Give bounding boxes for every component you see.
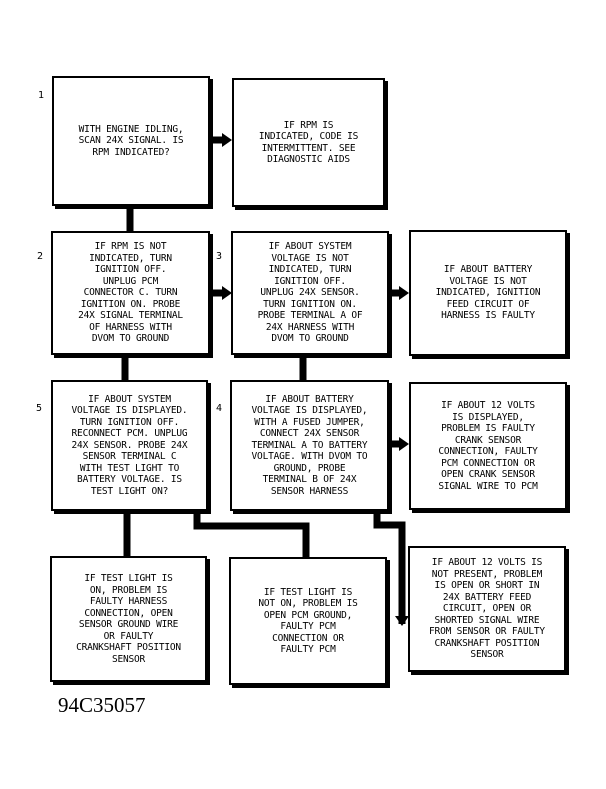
step-number-4: 4 xyxy=(216,403,223,414)
box-rpm-indicated-text: IF RPM IS INDICATED, CODE IS INTERMITTEN… xyxy=(258,119,359,166)
connector-b5-to-b5off xyxy=(193,511,310,557)
box-12v-not-present-text: IF ABOUT 12 VOLTS IS NOT PRESENT, PROBLE… xyxy=(429,557,545,661)
connector-b4-to-b4not xyxy=(373,511,406,624)
arrowhead-b3-to-b3right xyxy=(399,286,409,300)
figure-code: 94C35057 xyxy=(58,693,146,717)
box-step-3: IF ABOUT SYSTEM VOLTAGE IS NOT INDICATED… xyxy=(231,231,389,355)
box-test-light-on-text: IF TEST LIGHT IS ON, PROBLEM IS FAULTY H… xyxy=(76,573,181,665)
step-number-5: 5 xyxy=(36,403,43,414)
box-step-2-text: IF RPM IS NOT INDICATED, TURN IGNITION O… xyxy=(78,241,183,345)
box-test-light-not-on-text: IF TEST LIGHT IS NOT ON, PROBLEM IS OPEN… xyxy=(258,586,358,656)
box-ignition-feed-faulty: IF ABOUT BATTERY VOLTAGE IS NOT INDICATE… xyxy=(409,230,567,356)
arrowhead-b4-to-b4not xyxy=(395,616,409,626)
arrowhead-b1-to-b1yes xyxy=(222,133,232,147)
box-step-4-text: IF ABOUT BATTERY VOLTAGE IS DISPLAYED, W… xyxy=(251,393,368,497)
box-12v-displayed-text: IF ABOUT 12 VOLTS IS DISPLAYED, PROBLEM … xyxy=(438,400,538,492)
box-12v-not-present: IF ABOUT 12 VOLTS IS NOT PRESENT, PROBLE… xyxy=(408,546,566,672)
box-test-light-not-on: IF TEST LIGHT IS NOT ON, PROBLEM IS OPEN… xyxy=(229,557,387,685)
arrowhead-b2-to-b3 xyxy=(222,286,232,300)
box-step-4: IF ABOUT BATTERY VOLTAGE IS DISPLAYED, W… xyxy=(230,380,389,511)
box-12v-displayed: IF ABOUT 12 VOLTS IS DISPLAYED, PROBLEM … xyxy=(409,382,567,510)
arrowhead-b4-to-b4right xyxy=(399,437,409,451)
step-number-2: 2 xyxy=(37,251,44,262)
step-number-3: 3 xyxy=(216,251,223,262)
box-step-3-text: IF ABOUT SYSTEM VOLTAGE IS NOT INDICATED… xyxy=(257,241,363,345)
box-test-light-on: IF TEST LIGHT IS ON, PROBLEM IS FAULTY H… xyxy=(50,556,207,682)
step-number-1: 1 xyxy=(38,90,45,101)
box-ignition-feed-faulty-text: IF ABOUT BATTERY VOLTAGE IS NOT INDICATE… xyxy=(435,264,541,322)
box-step-1: WITH ENGINE IDLING, SCAN 24X SIGNAL. IS … xyxy=(52,76,210,206)
box-step-5-text: IF ABOUT SYSTEM VOLTAGE IS DISPLAYED. TU… xyxy=(71,393,188,497)
box-step-2: IF RPM IS NOT INDICATED, TURN IGNITION O… xyxy=(51,231,210,355)
box-step-1-text: WITH ENGINE IDLING, SCAN 24X SIGNAL. IS … xyxy=(78,123,184,158)
box-step-5: IF ABOUT SYSTEM VOLTAGE IS DISPLAYED. TU… xyxy=(51,380,208,511)
box-rpm-indicated: IF RPM IS INDICATED, CODE IS INTERMITTEN… xyxy=(232,78,385,207)
